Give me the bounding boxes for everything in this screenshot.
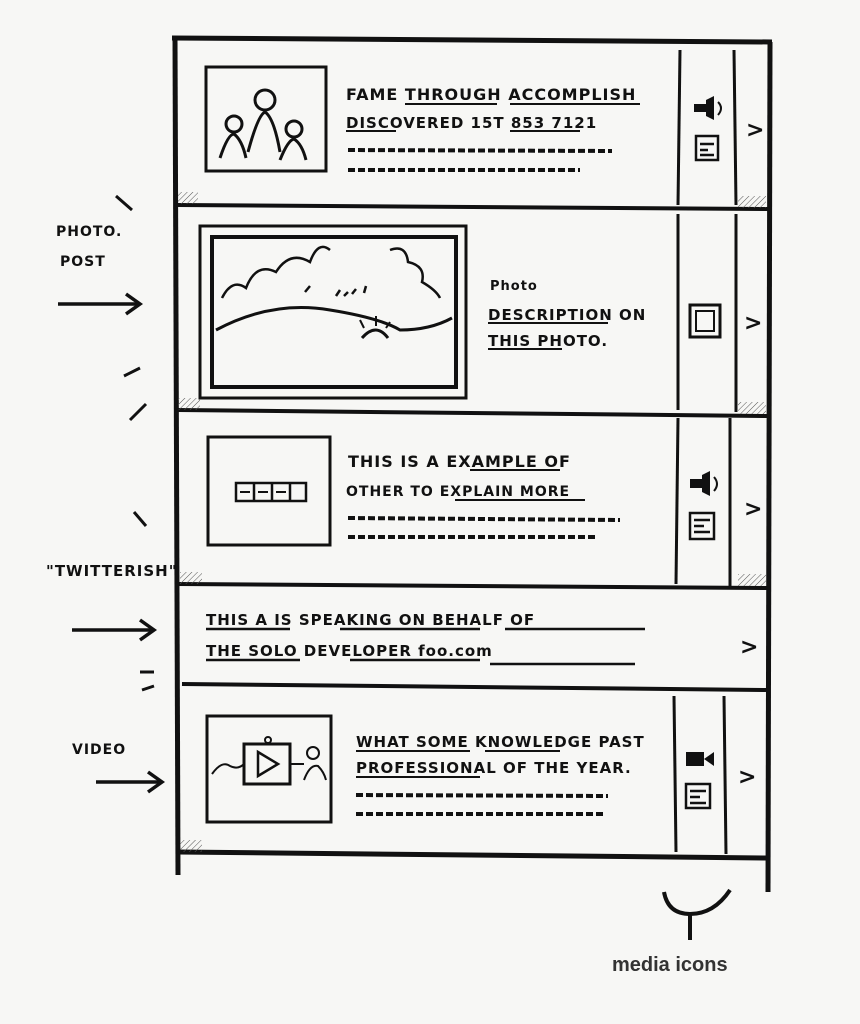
- media-icons-column: [672, 695, 728, 855]
- post-title: THIS IS A EXAMPLE OF: [348, 452, 571, 471]
- photo-frame-icon: [688, 303, 722, 339]
- photo-description-cont: THIS PHOTO.: [488, 332, 608, 350]
- arrow-right-icon: [72, 618, 158, 642]
- post-subtitle: OTHER TO EXPLAIN MORE: [346, 484, 570, 500]
- feed-item-3[interactable]: THIS IS A EXAMPLE OF OTHER TO EXPLAIN MO…: [177, 417, 769, 590]
- annotation-twitterish: "TWITTERISH": [46, 511, 178, 692]
- arrow-right-icon: [96, 770, 166, 794]
- annotation-photo-post: PHOTO. POST: [56, 194, 148, 422]
- media-icons-caption: media icons: [612, 954, 728, 976]
- chevron-right-icon[interactable]: >: [746, 118, 764, 143]
- chevron-right-icon[interactable]: >: [738, 765, 756, 790]
- text-scribble: [347, 148, 613, 172]
- speaker-icon: [694, 96, 722, 120]
- photo-thumbnail: [198, 224, 468, 400]
- document-icon: [684, 782, 712, 810]
- text-scribble: [355, 793, 609, 816]
- tweet-line-2: THE SOLO DEVELOPER foo.com: [206, 642, 493, 660]
- annotation-label: "TWITTERISH": [46, 562, 178, 580]
- media-icons-column: [676, 49, 738, 206]
- chevron-right-icon[interactable]: >: [744, 497, 762, 522]
- annotation-label: POST: [60, 254, 106, 270]
- video-camera-icon: [686, 752, 714, 766]
- photo-label: Photo: [490, 279, 538, 294]
- thumbnail-widget: [206, 435, 332, 547]
- media-icons-column: [674, 417, 732, 586]
- annotation-label: PHOTO.: [56, 224, 122, 240]
- device-frame: [171, 35, 773, 893]
- feed-item-2-photo[interactable]: Photo DESCRIPTION ON THIS PHOTO. >: [177, 214, 769, 418]
- document-icon: [694, 134, 720, 162]
- thumbnail-people: [204, 65, 328, 173]
- photo-description: DESCRIPTION ON: [488, 306, 646, 324]
- annotation-label: VIDEO: [72, 742, 126, 758]
- speaker-icon: [690, 471, 718, 496]
- post-title: FAME THROUGH ACCOMPLISH: [346, 85, 636, 104]
- tweet-line-1: THIS A IS SPEAKING ON BEHALF OF: [206, 611, 535, 629]
- video-thumbnail: [205, 714, 333, 824]
- chevron-right-icon[interactable]: >: [740, 635, 758, 660]
- text-scribble: [347, 516, 621, 539]
- post-subtitle: DISCOVERED 15T 853 7121: [346, 114, 597, 132]
- emphasis-strokes: [115, 194, 148, 422]
- arrow-right-icon: [58, 292, 144, 316]
- brace-icon: [662, 888, 732, 940]
- post-title: WHAT SOME KNOWLEDGE PAST: [356, 733, 645, 751]
- feed-item-5-video[interactable]: WHAT SOME KNOWLEDGE PAST PROFESSIONAL OF…: [177, 695, 769, 861]
- chevron-right-icon[interactable]: >: [744, 311, 762, 336]
- annotation-video: VIDEO: [72, 742, 166, 794]
- emphasis-strokes: [132, 511, 155, 692]
- feed-item-4-text[interactable]: THIS A IS SPEAKING ON BEHALF OF THE SOLO…: [181, 611, 767, 692]
- document-icon: [688, 511, 716, 541]
- feed-item-1[interactable]: FAME THROUGH ACCOMPLISH DISCOVERED 15T 8…: [177, 49, 769, 211]
- post-subtitle: PROFESSIONAL OF THE YEAR.: [356, 759, 632, 777]
- media-icons-column: [676, 214, 738, 412]
